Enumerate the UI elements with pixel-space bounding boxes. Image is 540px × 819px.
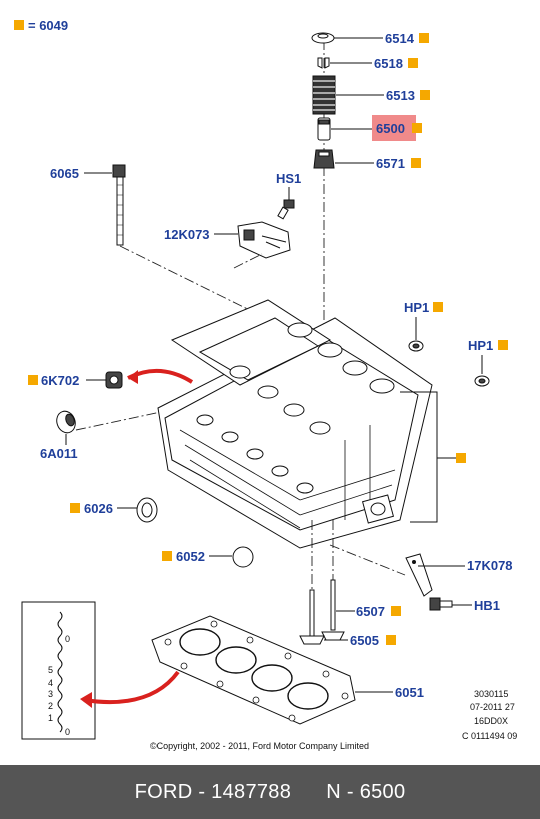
- parts-diagram: = 6049 6514 6518 6513 6500 6571 6065: [14, 18, 517, 751]
- label-6514[interactable]: 6514: [385, 31, 415, 46]
- inset-tick-5: 5: [48, 665, 53, 675]
- inset-tick-0-top: 0: [65, 634, 70, 644]
- label-6518[interactable]: 6518: [374, 56, 403, 71]
- part-17k078-bracket-icon[interactable]: [405, 553, 433, 597]
- part-6500-icon[interactable]: [317, 117, 331, 141]
- label-6026[interactable]: 6026: [84, 501, 113, 516]
- copyright-text: ©Copyright, 2002 - 2011, Ford Motor Comp…: [150, 741, 369, 751]
- square-6k702: [28, 375, 38, 385]
- label-12k073[interactable]: 12K073: [164, 227, 210, 242]
- footer-part-number: 1487788: [211, 780, 292, 803]
- label-6505[interactable]: 6505: [350, 633, 379, 648]
- part-6513-icon[interactable]: [312, 75, 336, 115]
- square-6514: [419, 33, 429, 43]
- label-6k702[interactable]: 6K702: [41, 373, 79, 388]
- legend-label: = 6049: [28, 18, 68, 33]
- ref-code-4: C 0111494 09: [462, 731, 517, 741]
- footer-note: N - 6500: [326, 780, 406, 803]
- square-6571: [411, 158, 421, 168]
- footer-brand: FORD: [134, 780, 193, 803]
- highlight-6500: [372, 115, 416, 141]
- label-hb1[interactable]: HB1: [474, 598, 500, 613]
- label-6051[interactable]: 6051: [395, 685, 424, 700]
- part-12k073-sensor-icon[interactable]: [237, 221, 291, 259]
- square-6500: [412, 123, 422, 133]
- square-6052: [162, 551, 172, 561]
- part-6507-valve-icon[interactable]: [321, 579, 345, 641]
- square-6026: [70, 503, 80, 513]
- ref-code-1: 3030115: [474, 689, 508, 699]
- inset-tick-3: 3: [48, 689, 53, 699]
- square-6507: [391, 606, 401, 616]
- square-6505: [386, 635, 396, 645]
- part-6518-icon[interactable]: [317, 57, 330, 69]
- cylinder-head-illustration[interactable]: [157, 299, 433, 549]
- label-hs1[interactable]: HS1: [276, 171, 301, 186]
- inset-tick-4: 4: [48, 678, 53, 688]
- part-6026-seal-icon[interactable]: [136, 497, 158, 523]
- label-6507[interactable]: 6507: [356, 604, 385, 619]
- square-hp1-a: [433, 302, 443, 312]
- ref-code-3: 16DD0X: [474, 716, 508, 726]
- part-hp1-a-plug-icon[interactable]: [408, 340, 424, 352]
- label-17k078[interactable]: 17K078: [467, 558, 513, 573]
- part-6505-valve-icon[interactable]: [299, 589, 325, 645]
- inset-tick-2: 2: [48, 701, 53, 711]
- label-hp1-a[interactable]: HP1: [404, 300, 429, 315]
- inset-tick-0-bottom: 0: [65, 727, 70, 737]
- part-6a011-icon[interactable]: [54, 409, 78, 436]
- square-6518: [408, 58, 418, 68]
- part-6571-icon[interactable]: [313, 149, 335, 169]
- square-hp1-b: [498, 340, 508, 350]
- part-6k702-icon[interactable]: [105, 371, 123, 389]
- part-6052-ball-icon[interactable]: [232, 546, 254, 568]
- label-6571[interactable]: 6571: [376, 156, 405, 171]
- part-hs1-screw-icon[interactable]: [277, 199, 295, 220]
- ref-code-2: 07-2011 27: [470, 702, 515, 712]
- gasket-grade-inset: 0 5 4 3 2 1 0: [21, 601, 96, 740]
- sensor-axis-line: [233, 253, 263, 269]
- label-6052[interactable]: 6052: [176, 549, 205, 564]
- part-6065-bolt-icon[interactable]: [112, 164, 126, 246]
- part-6514-icon[interactable]: [311, 32, 335, 44]
- part-hp1-b-plug-icon[interactable]: [474, 375, 490, 387]
- label-hp1-b[interactable]: HP1: [468, 338, 493, 353]
- inset-arrow: [83, 670, 180, 705]
- label-6500[interactable]: 6500: [376, 121, 405, 136]
- part-hb1-bolt-icon[interactable]: [429, 597, 453, 611]
- label-6513[interactable]: 6513: [386, 88, 415, 103]
- inset-tick-1: 1: [48, 713, 53, 723]
- label-6a011[interactable]: 6A011: [40, 446, 78, 461]
- label-6065[interactable]: 6065: [50, 166, 79, 181]
- legend-square: [14, 20, 24, 30]
- square-6513: [420, 90, 430, 100]
- square-cylinder-head: [456, 453, 466, 463]
- footer-bar: FORD - 1487788 N - 6500: [0, 765, 540, 819]
- part-6051-gasket-icon[interactable]: [151, 615, 356, 725]
